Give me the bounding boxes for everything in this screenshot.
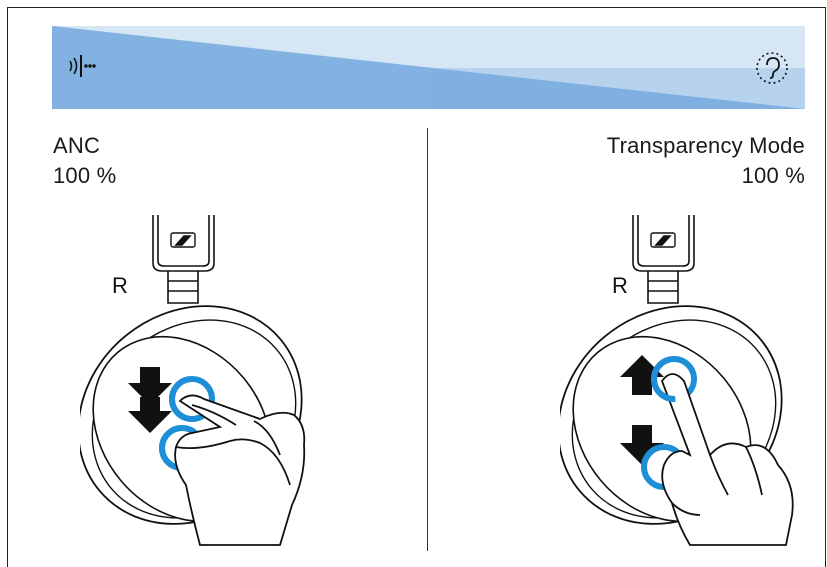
anc-sound-waves-icon [69, 55, 96, 77]
anc-mode-label: ANC [53, 133, 101, 158]
left-headphone-illustration: R [80, 215, 306, 546]
right-headphone-illustration: R [560, 215, 794, 546]
transparency-mode-label: Transparency Mode [606, 133, 805, 158]
swipe-up-arrows-icon [620, 355, 664, 465]
swipe-down-arrows-icon [128, 367, 172, 433]
anc-transparency-banner [52, 26, 805, 109]
panel-divider [427, 128, 428, 551]
anc-level-label: 100 % [53, 163, 117, 188]
outer-frame [7, 7, 826, 567]
ear-transparency-icon [756, 52, 788, 84]
transparency-level-label: 100 % [741, 163, 805, 188]
hand-illustration [660, 373, 794, 546]
hand-illustration [174, 394, 306, 546]
right-side-marker: R [112, 273, 128, 298]
right-side-marker: R [612, 273, 628, 298]
